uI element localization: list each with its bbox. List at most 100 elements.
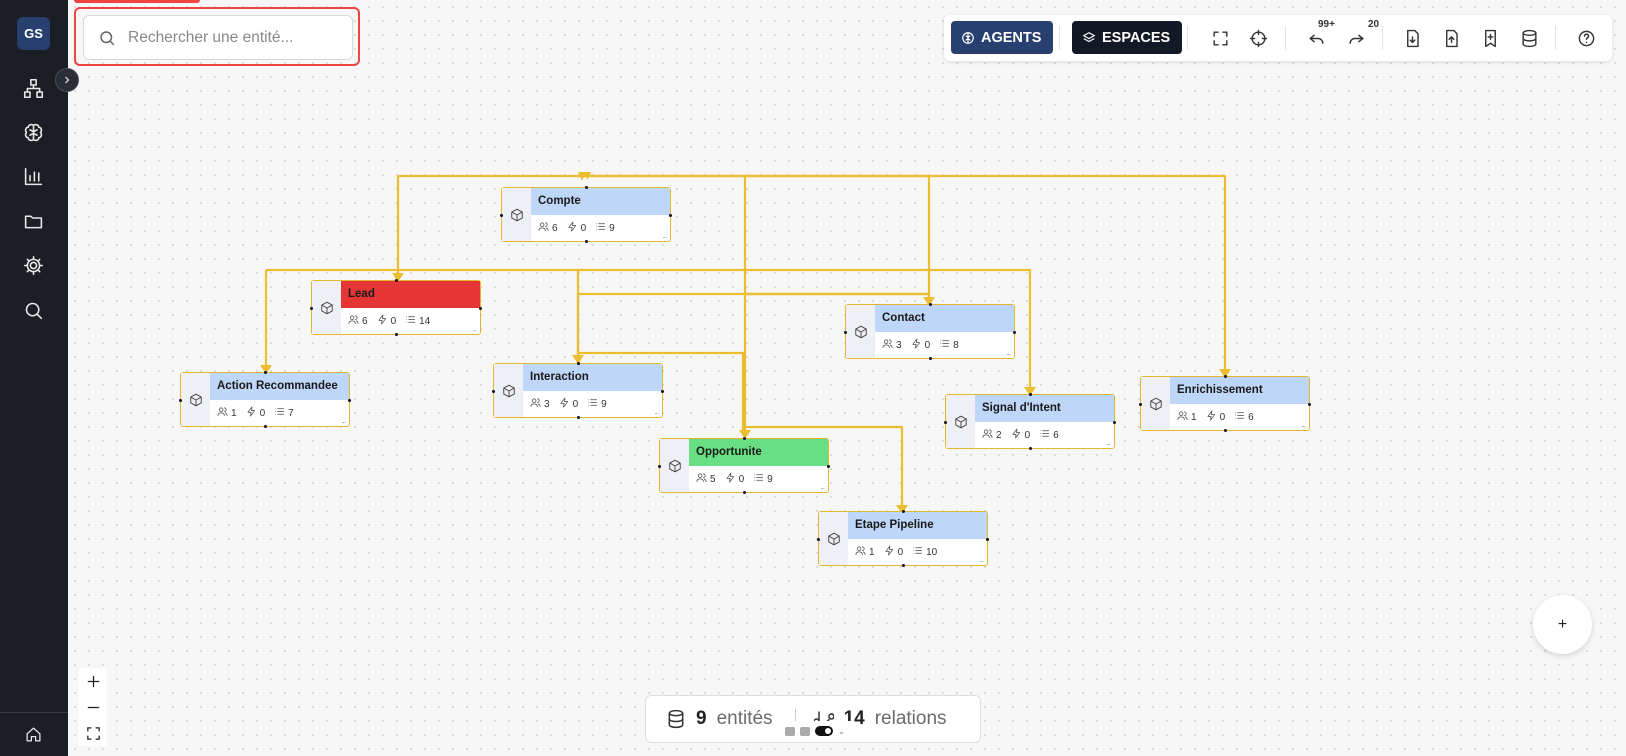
list-icon [753, 472, 764, 486]
file-upload-icon [1445, 29, 1458, 47]
fit-view-button[interactable] [79, 720, 107, 746]
connection-handle[interactable] [844, 331, 847, 334]
connection-handle[interactable] [1013, 331, 1016, 334]
database-button[interactable] [1517, 26, 1541, 50]
sidebar-toggle-button[interactable] [55, 68, 79, 92]
connection-handle[interactable] [1224, 375, 1227, 378]
workspace-avatar[interactable]: GS [17, 17, 50, 50]
connection-handle[interactable] [577, 416, 580, 419]
connection-handle[interactable] [395, 279, 398, 282]
search-input[interactable] [128, 28, 348, 47]
bookmark-button[interactable] [1478, 26, 1502, 50]
connection-handle[interactable] [310, 307, 313, 310]
hierarchy-icon[interactable] [20, 75, 46, 101]
connection-handle[interactable] [986, 538, 989, 541]
connection-handle[interactable] [179, 399, 182, 402]
connection-handle[interactable] [661, 390, 664, 393]
resize-handle[interactable]: ... [820, 482, 825, 491]
search-icon[interactable] [20, 297, 46, 323]
connection-handle[interactable] [492, 390, 495, 393]
stats-divider [794, 709, 796, 729]
espaces-button[interactable]: ESPACES [1072, 21, 1183, 54]
connection-handle[interactable] [1139, 403, 1142, 406]
zoom-out-button[interactable] [79, 694, 107, 720]
export-button[interactable] [1439, 26, 1463, 50]
connection-handle[interactable] [348, 399, 351, 402]
chart-icon[interactable] [20, 163, 46, 189]
actions-count: 0 [1219, 411, 1226, 423]
center-view-button[interactable] [1246, 26, 1270, 50]
image-icon[interactable] [784, 726, 795, 736]
image-icon[interactable] [799, 726, 810, 736]
help-button[interactable] [1574, 26, 1598, 50]
chevron-down-icon[interactable]: ⌄ [837, 725, 846, 736]
connection-handle[interactable] [929, 303, 932, 306]
search-box[interactable] [83, 15, 353, 60]
connection-handle[interactable] [743, 491, 746, 494]
folder-icon[interactable] [20, 208, 46, 234]
connection-handle[interactable] [585, 240, 588, 243]
agents-label: AGENTS [981, 29, 1042, 46]
connection-handle[interactable] [479, 307, 482, 310]
brain-icon[interactable] [20, 119, 46, 145]
home-icon[interactable] [20, 721, 46, 747]
resize-handle[interactable]: ... [1301, 420, 1306, 429]
users-icon [538, 221, 549, 235]
connection-handle[interactable] [669, 214, 672, 217]
redo-button[interactable]: 20 [1344, 19, 1379, 50]
users-count: 1 [1191, 411, 1197, 423]
redo-count: 20 [1368, 19, 1380, 30]
display-toggles[interactable]: ⌄ [775, 721, 855, 741]
connection-handle[interactable] [1113, 421, 1116, 424]
connection-handle[interactable] [1029, 393, 1032, 396]
connection-handle[interactable] [929, 357, 932, 360]
agents-button[interactable]: AGENTS [951, 21, 1054, 54]
connection-handle[interactable] [1224, 429, 1227, 432]
connection-handle[interactable] [827, 465, 830, 468]
resize-handle[interactable]: ... [979, 555, 984, 564]
resize-handle[interactable]: ... [472, 324, 477, 333]
connection-handle[interactable] [1029, 447, 1032, 450]
fullscreen-button[interactable] [1208, 26, 1232, 50]
sidebar: GS [0, 0, 68, 756]
connection-handle[interactable] [395, 333, 398, 336]
connection-handle[interactable] [658, 465, 661, 468]
users-count: 5 [710, 473, 716, 485]
connection-handle[interactable] [902, 510, 905, 513]
connection-handle[interactable] [585, 186, 588, 189]
connection-handle[interactable] [264, 371, 267, 374]
users-count: 2 [996, 429, 1002, 441]
connection-handle[interactable] [817, 538, 820, 541]
users-count: 3 [896, 339, 902, 351]
settings-icon[interactable] [20, 252, 46, 278]
add-entity-button[interactable]: + [1533, 595, 1592, 654]
connection-handle[interactable] [902, 564, 905, 567]
resize-handle[interactable]: ... [1106, 438, 1111, 447]
resize-handle[interactable]: ... [1006, 348, 1011, 357]
connection-handle[interactable] [1308, 403, 1311, 406]
connection-handle[interactable] [743, 437, 746, 440]
connection-handle[interactable] [577, 362, 580, 365]
cube-icon [660, 439, 689, 492]
resize-handle[interactable]: ... [341, 416, 346, 425]
connection-handle[interactable] [944, 421, 947, 424]
import-button[interactable] [1400, 26, 1424, 50]
resize-handle[interactable]: ... [662, 231, 667, 240]
resize-handle[interactable]: ... [654, 407, 659, 416]
undo-button[interactable]: 99+ [1304, 19, 1335, 50]
toggle-switch[interactable] [814, 726, 833, 736]
connection-handle[interactable] [264, 425, 267, 428]
zoom-in-button[interactable] [79, 668, 107, 694]
connection-handle[interactable] [500, 214, 503, 217]
